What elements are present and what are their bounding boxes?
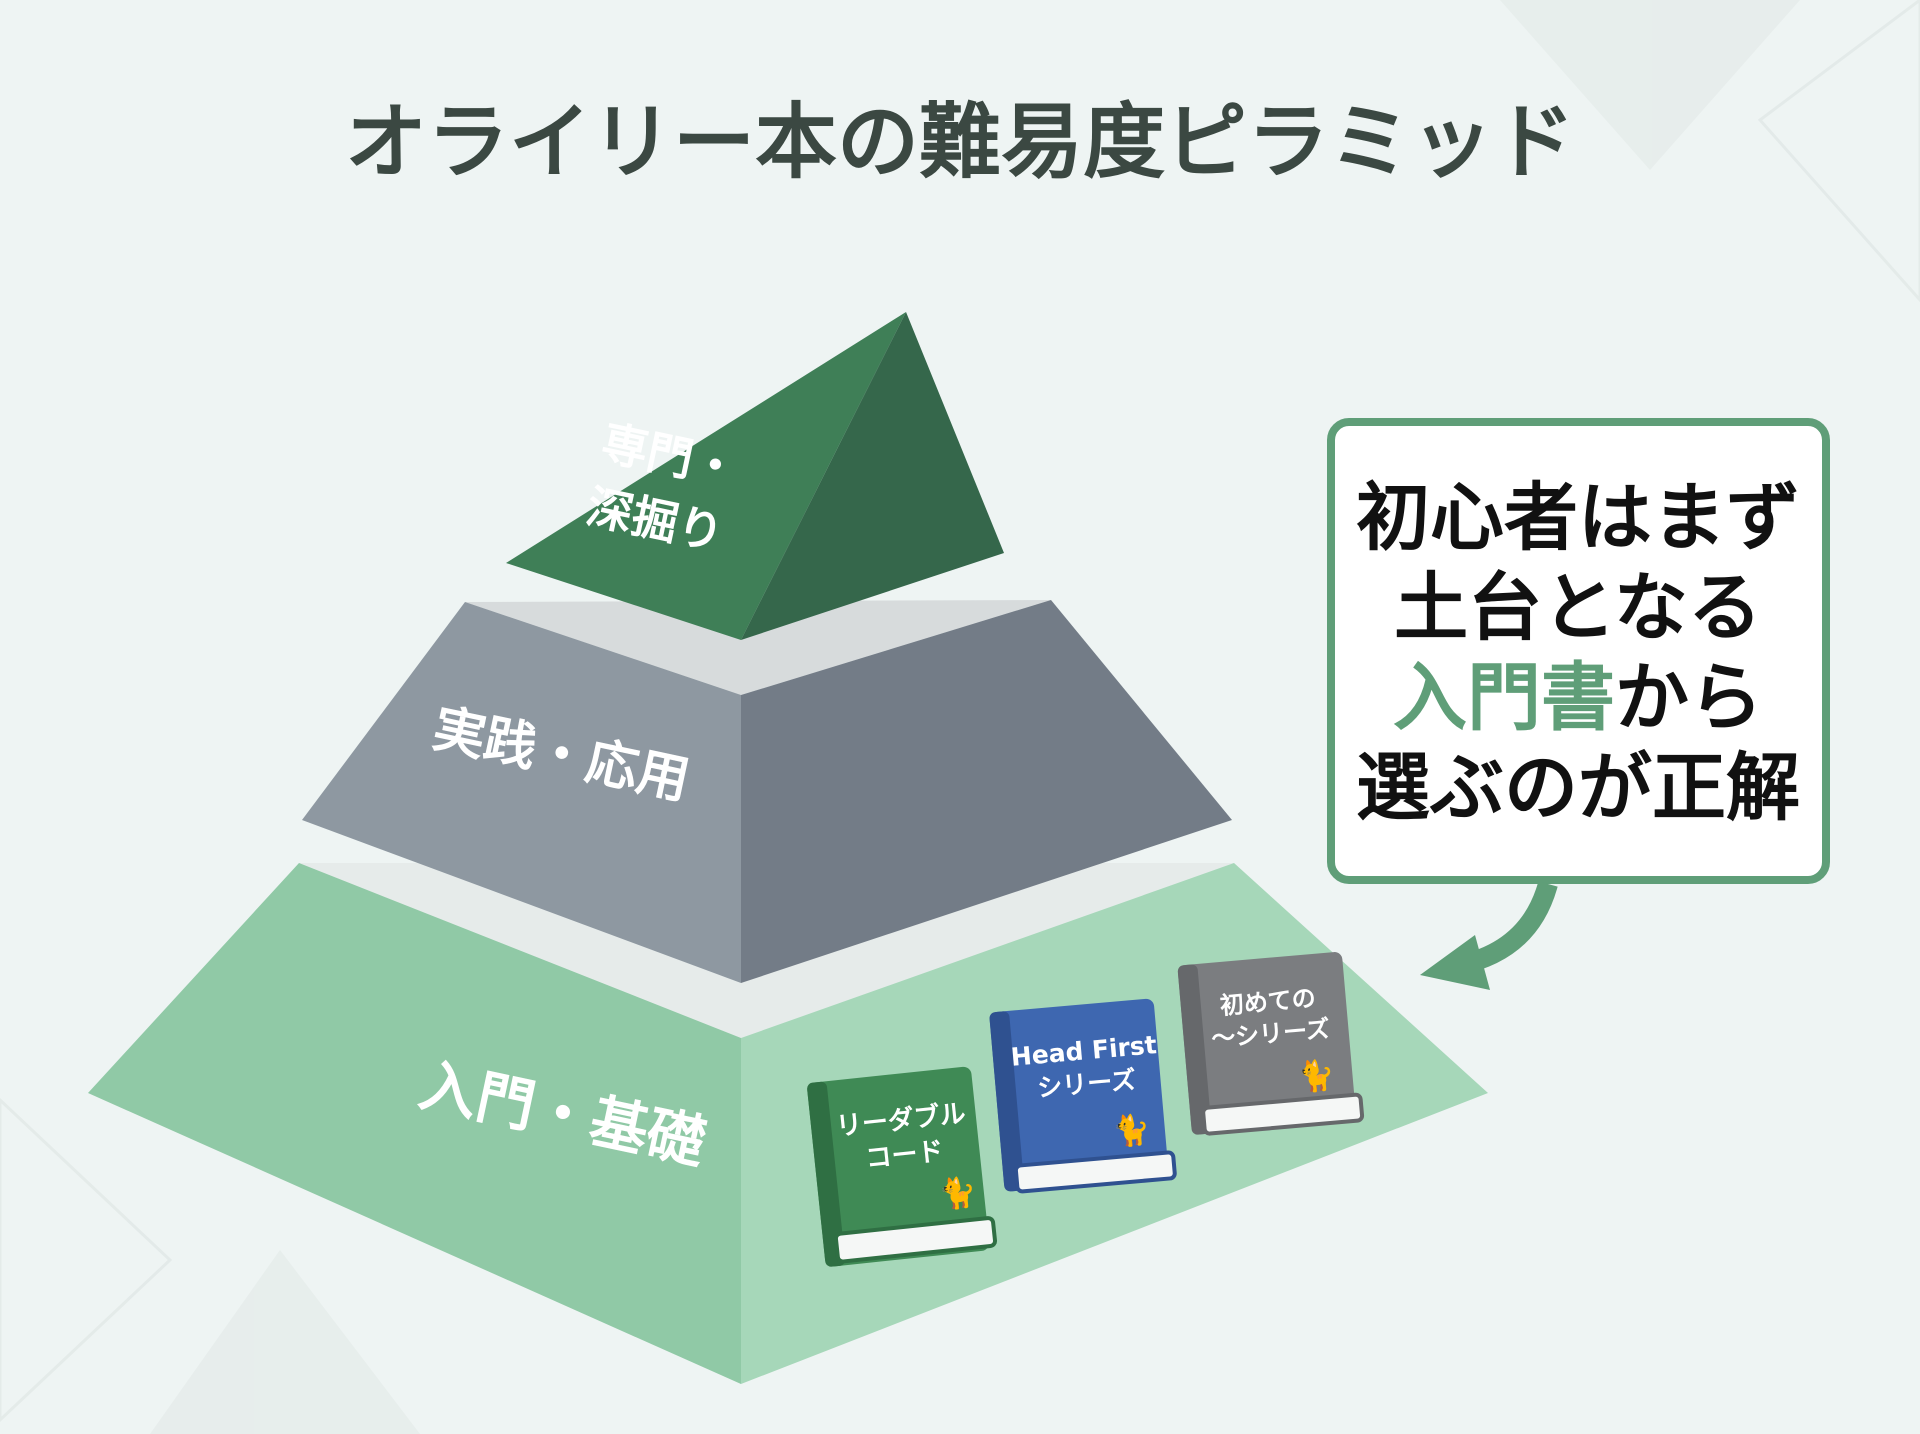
callout-line1: 初心者はまず	[1356, 475, 1800, 561]
cat-icon: 🐈	[937, 1173, 978, 1213]
callout-box: 初心者はまず 土台となる 入門書から 選ぶのが正解	[1327, 418, 1830, 884]
book-head-first: Head First シリーズ 🐈	[989, 998, 1177, 1194]
tier-top: 専門・ 深掘り	[506, 312, 1004, 640]
book-hajimete-series: 初めての 〜シリーズ 🐈	[1177, 952, 1365, 1136]
curved-arrow-icon	[1420, 881, 1558, 990]
callout-highlight: 入門書	[1393, 655, 1615, 741]
tier-middle: 実践・応用	[302, 600, 1232, 983]
page-title: オライリー本の難易度ピラミッド	[345, 95, 1575, 190]
cat-icon: 🐈	[1111, 1111, 1151, 1150]
callout-line4: 選ぶのが正解	[1356, 745, 1800, 831]
callout-line2: 土台となる	[1394, 565, 1762, 651]
book-readable-code: リーダブル コード 🐈	[807, 1066, 998, 1267]
callout-line3: 入門書から	[1393, 655, 1763, 741]
cat-icon: 🐈	[1296, 1057, 1336, 1096]
callout-line3-rest: から	[1615, 655, 1763, 741]
